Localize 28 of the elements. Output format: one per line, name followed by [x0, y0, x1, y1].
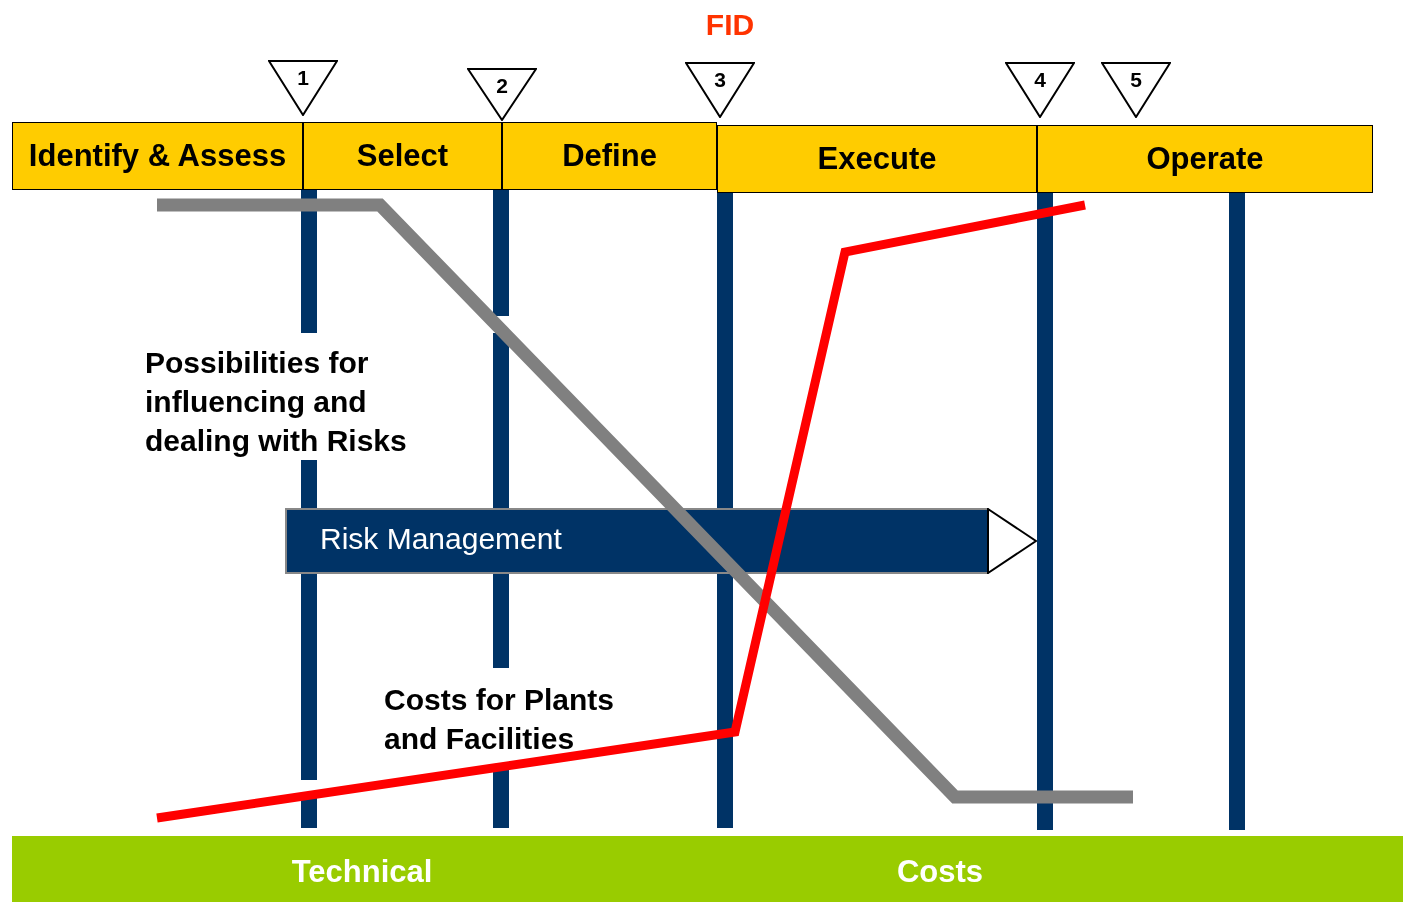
milestone-triangle	[1005, 62, 1075, 118]
milestone-triangle	[685, 62, 755, 118]
milestone-label: FID	[704, 8, 756, 42]
phase-label: Select	[356, 138, 449, 174]
annotation-text: Possibilities for influencing and dealing with Risks	[145, 345, 408, 459]
block-arrow	[285, 508, 1037, 574]
milestone-triangle	[268, 60, 338, 116]
annotation-text: Costs for Plants and Facilities	[384, 682, 616, 757]
milestone-triangle	[1101, 62, 1171, 118]
milestone-number: 3	[713, 68, 727, 92]
milestone-number: 1	[296, 66, 310, 90]
milestone-number: 4	[1033, 68, 1047, 92]
band-label: Costs	[895, 854, 985, 890]
phase-box	[717, 125, 1037, 193]
arrow-label: Risk Management	[320, 522, 562, 556]
phase-label: Operate	[1146, 141, 1264, 177]
phase-box	[303, 122, 502, 190]
phase-box	[1037, 125, 1373, 193]
band-label: Technical	[290, 854, 434, 890]
milestone-number: 2	[495, 74, 509, 98]
phase-label: Define	[562, 138, 657, 174]
phase-box	[12, 122, 303, 190]
phase-box	[502, 122, 717, 190]
milestone-number: 5	[1129, 68, 1143, 92]
milestone-triangle	[467, 68, 537, 121]
category-band	[12, 836, 1403, 902]
phase-label: Execute	[817, 141, 937, 177]
phase-label: Identify & Assess	[28, 138, 287, 174]
